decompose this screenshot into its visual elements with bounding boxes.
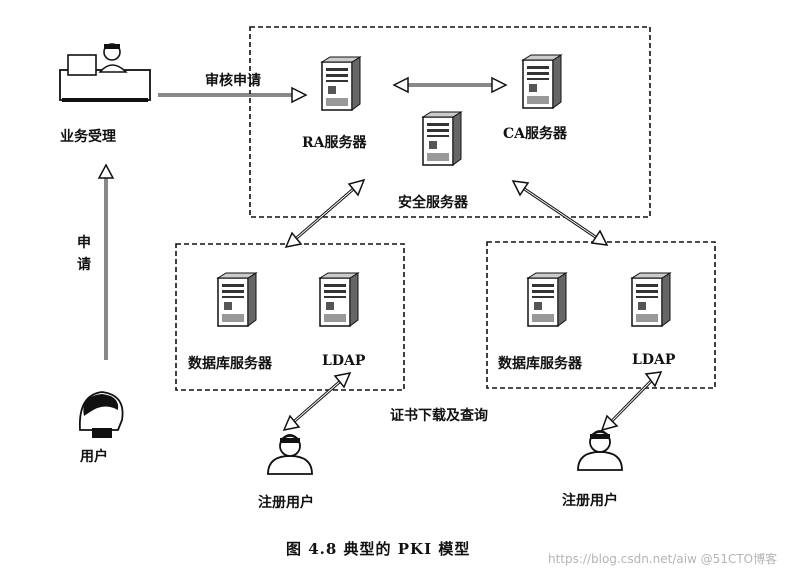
ldap-right-label: LDAP	[632, 352, 676, 368]
review-arrow	[158, 86, 308, 104]
review-request-label: 审核申请	[205, 73, 261, 89]
registered-user-right-label: 注册用户	[562, 493, 618, 509]
ra-server-icon	[321, 56, 361, 111]
figure-caption: 图 4.8 典型的 PKI 模型	[286, 540, 471, 558]
apply-label: 申请	[77, 235, 91, 273]
registered-user-left-label: 注册用户	[258, 495, 314, 511]
ra-server-label: RA服务器	[302, 135, 367, 151]
ldap-left-label: LDAP	[322, 353, 366, 369]
db-server-left-label: 数据库服务器	[188, 356, 272, 372]
db-server-right-icon	[527, 272, 567, 327]
security-left-arrow	[284, 178, 366, 249]
security-server-label: 安全服务器	[398, 195, 468, 211]
ra-ca-arrow	[392, 76, 508, 94]
security-right-arrow	[511, 180, 609, 246]
ca-server-label: CA服务器	[503, 126, 568, 142]
ca-server-icon	[522, 54, 562, 109]
business-acceptance-label: 业务受理	[60, 129, 116, 145]
desk-clerk-icon	[59, 43, 151, 102]
ca-ra-group-box	[249, 26, 651, 218]
cert-download-query-label: 证书下载及查询	[390, 408, 488, 424]
user-label: 用户	[80, 449, 108, 465]
registered-user-right-icon	[577, 429, 623, 471]
registered-user-left-icon	[267, 433, 313, 475]
user-head-icon	[79, 391, 124, 438]
ldap-left-icon	[319, 272, 359, 327]
apply-arrow	[97, 163, 115, 360]
security-server-icon	[422, 111, 462, 166]
ldap-left-user-arrow	[282, 371, 352, 432]
ldap-right-icon	[631, 272, 671, 327]
db-server-right-label: 数据库服务器	[498, 356, 582, 372]
ldap-right-user-arrow	[600, 371, 663, 432]
watermark: https://blog.csdn.net/aiw @51CTO博客	[548, 552, 778, 566]
db-server-left-icon	[217, 272, 257, 327]
